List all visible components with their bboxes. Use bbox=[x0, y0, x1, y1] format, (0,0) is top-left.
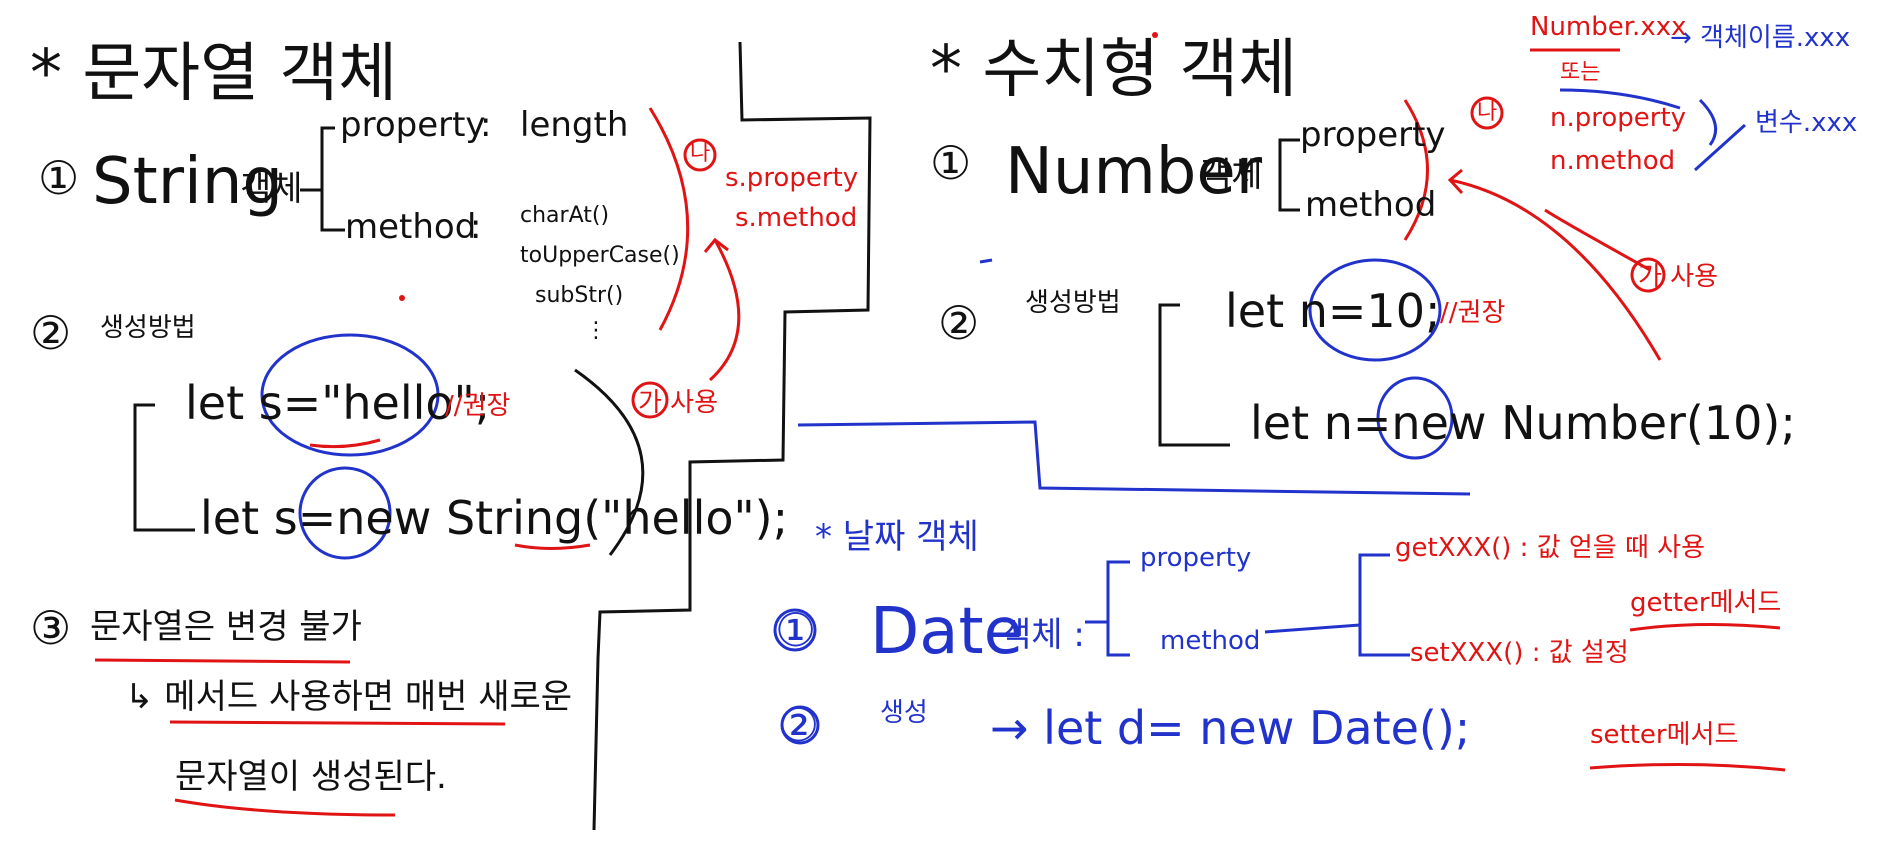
literal-circle bbox=[260, 333, 440, 457]
string-item3-sub2: 문자열이 생성된다. bbox=[175, 757, 447, 797]
number-constructor: let n=new Number(10); bbox=[1250, 396, 1796, 450]
number-usage-arrow2 bbox=[1544, 208, 1651, 272]
date-method: method bbox=[1160, 626, 1261, 656]
red-dot bbox=[399, 295, 405, 301]
number-bracket bbox=[1278, 138, 1300, 212]
string-property-key: property bbox=[340, 105, 486, 145]
string-item2-num: ② bbox=[30, 306, 72, 360]
date-item2-num: ② bbox=[778, 698, 820, 752]
getter-text: getXXX() : 값 얻을 때 사용 bbox=[1395, 533, 1706, 563]
number-red-paren bbox=[1403, 99, 1429, 241]
method-item: toUpperCase() bbox=[520, 243, 680, 268]
date-item1-num: ① bbox=[775, 603, 817, 657]
paren-curve bbox=[574, 368, 645, 556]
number-access-num: 나 bbox=[1477, 100, 1498, 125]
red-paren bbox=[648, 107, 690, 331]
string-literal-note: //권장 bbox=[445, 391, 511, 421]
number-title: * 수치형 객체 bbox=[930, 33, 1298, 107]
string-name: String bbox=[92, 145, 283, 219]
underline-sub1 bbox=[169, 720, 506, 726]
string-colon: : bbox=[480, 105, 492, 145]
divider-line bbox=[592, 41, 872, 831]
string-bracket bbox=[300, 126, 345, 232]
number-access-result: 변수.xxx bbox=[1755, 108, 1858, 138]
string-item3-text: 문자열은 변경 불가 bbox=[90, 607, 362, 647]
setter-name: setter메서드 bbox=[1590, 720, 1739, 750]
number-method: method bbox=[1305, 185, 1437, 225]
red-arrow bbox=[703, 237, 741, 382]
n10-circle bbox=[1308, 258, 1442, 362]
string-usage: 가 사용 bbox=[638, 388, 719, 418]
number-usage-circle bbox=[1630, 257, 1666, 293]
access-circle bbox=[683, 138, 717, 172]
date-bracket bbox=[1106, 560, 1130, 657]
string-access-num: 나 bbox=[690, 141, 711, 166]
number-access-line: n.property bbox=[1550, 103, 1687, 133]
method-item: subStr() bbox=[535, 283, 624, 308]
number-usage: 가 사용 bbox=[1638, 262, 1719, 292]
underline-hello bbox=[514, 543, 591, 550]
method-link bbox=[1264, 553, 1410, 657]
string-literal: let s="hello"; bbox=[185, 376, 491, 430]
string-property-value: length bbox=[520, 105, 629, 145]
top-note-or: 또는 bbox=[1560, 60, 1601, 85]
number-property: property bbox=[1300, 115, 1446, 155]
number-usage-arrow bbox=[1447, 168, 1662, 361]
top-blue-line bbox=[1559, 88, 1681, 110]
underline-literal bbox=[309, 438, 381, 449]
number-name: Number bbox=[1005, 135, 1263, 209]
top-note-blue: → 객체이름.xxx bbox=[1670, 23, 1851, 53]
access-line: s.method bbox=[735, 203, 858, 233]
method-item: ⋮ bbox=[585, 318, 607, 343]
number-access-circle bbox=[1470, 96, 1504, 130]
date-property: property bbox=[1140, 543, 1252, 573]
string-item3-sub1: ↳ 메서드 사용하면 매번 새로운 bbox=[125, 677, 573, 717]
method-item: charAt() bbox=[520, 203, 610, 228]
getter-underline bbox=[1629, 622, 1781, 632]
setter-underline bbox=[1589, 762, 1786, 772]
string-method-key: method bbox=[345, 207, 477, 247]
string-item1-num: ① bbox=[38, 151, 80, 205]
date-name: Date bbox=[870, 595, 1023, 669]
date-circle-2 bbox=[780, 705, 820, 745]
number-item2-num: ② bbox=[938, 296, 980, 350]
access-blue-brace bbox=[1693, 98, 1747, 172]
creation-bracket bbox=[133, 403, 195, 532]
number-label: 객체 bbox=[1200, 155, 1263, 195]
number-item2-label: 생성방법 bbox=[1025, 288, 1121, 318]
top-note-red: Number.xxx bbox=[1530, 12, 1687, 42]
date-item2-label: 생성 bbox=[880, 698, 928, 728]
date-circle-1 bbox=[773, 608, 817, 652]
red-dot bbox=[1152, 32, 1158, 38]
underline-sub2 bbox=[174, 798, 396, 817]
getter-name: getter메서드 bbox=[1630, 588, 1782, 618]
number-access-line: n.method bbox=[1550, 146, 1676, 176]
number-item1-num: ① bbox=[930, 136, 972, 190]
underline-item3 bbox=[94, 658, 351, 664]
setter-text: setXXX() : 값 설정 bbox=[1410, 638, 1629, 668]
number-new-circle bbox=[1376, 376, 1454, 460]
string-colon: : bbox=[470, 207, 482, 247]
number-literal: let n=10; bbox=[1225, 284, 1441, 338]
number-literal-note: //권장 bbox=[1440, 298, 1506, 328]
usage-circle bbox=[631, 381, 669, 419]
date-label: 객체 : bbox=[1000, 615, 1085, 655]
new-circle bbox=[298, 466, 392, 560]
string-constructor: let s=new String("hello"); bbox=[200, 491, 789, 545]
date-title: * 날짜 객체 bbox=[815, 517, 979, 557]
number-creation-bracket bbox=[1158, 303, 1230, 447]
date-code: → let d= new Date(); bbox=[990, 701, 1471, 755]
string-title: * 문자열 객체 bbox=[30, 37, 398, 111]
string-label: 객체 bbox=[240, 169, 303, 209]
blue-divider-line bbox=[797, 420, 1471, 496]
string-item3-num: ③ bbox=[30, 601, 72, 655]
blue-tick bbox=[979, 258, 993, 264]
access-line: s.property bbox=[725, 163, 859, 193]
string-item2-label: 생성방법 bbox=[100, 313, 196, 343]
